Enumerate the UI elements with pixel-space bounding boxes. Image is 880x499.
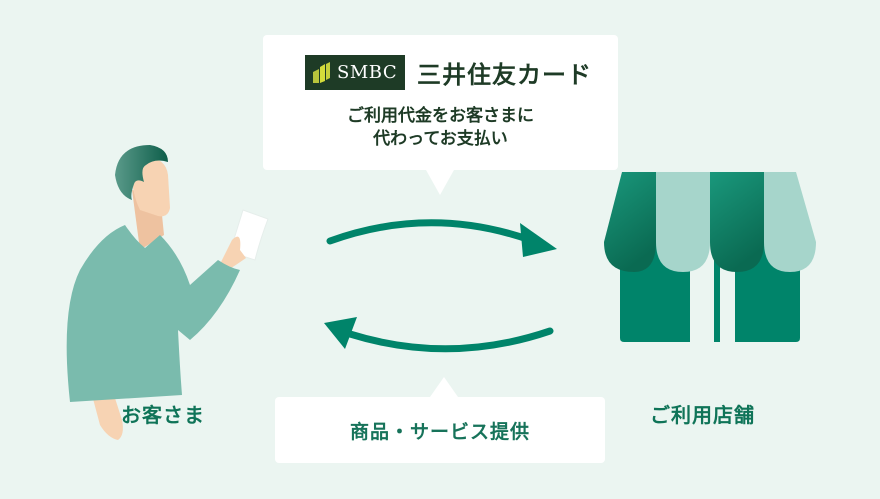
smbc-logo-text: SMBC xyxy=(337,62,398,83)
goods-callout: 商品・サービス提供 xyxy=(275,377,605,463)
goods-message: 商品・サービス提供 xyxy=(349,421,530,443)
merchant-label: ご利用店舗 xyxy=(650,403,755,427)
brand-name: 三井住友カード xyxy=(417,61,592,89)
customer-hand-icon xyxy=(92,395,123,440)
provider-message: ご利用代金をお客さまに 代わってお支払い xyxy=(263,105,618,151)
customer-hair-icon xyxy=(115,145,168,200)
provider-message-line1: ご利用代金をお客さまに xyxy=(347,106,534,126)
customer-illustration xyxy=(66,145,269,440)
awning-stripe-1 xyxy=(604,172,656,272)
customer-shirt-icon xyxy=(66,225,241,402)
customer-to-store-arrow xyxy=(326,219,557,257)
storefront-icon xyxy=(604,172,816,342)
customer-label: お客さま xyxy=(121,403,205,427)
provider-message-line2: 代わってお支払い xyxy=(373,129,508,149)
smbc-leaf-icon xyxy=(313,61,330,83)
smbc-logo: SMBC 三井住友カード xyxy=(305,55,592,90)
provider-callout: SMBC 三井住友カード ご利用代金をお客さまに 代わってお支払い xyxy=(263,35,618,195)
awning-stripe-4 xyxy=(764,172,816,272)
awning-stripe-3 xyxy=(710,172,764,272)
smbc-logo-box: SMBC xyxy=(305,55,405,90)
store-to-customer-arrow xyxy=(324,317,554,353)
awning-stripe-2 xyxy=(656,172,710,272)
